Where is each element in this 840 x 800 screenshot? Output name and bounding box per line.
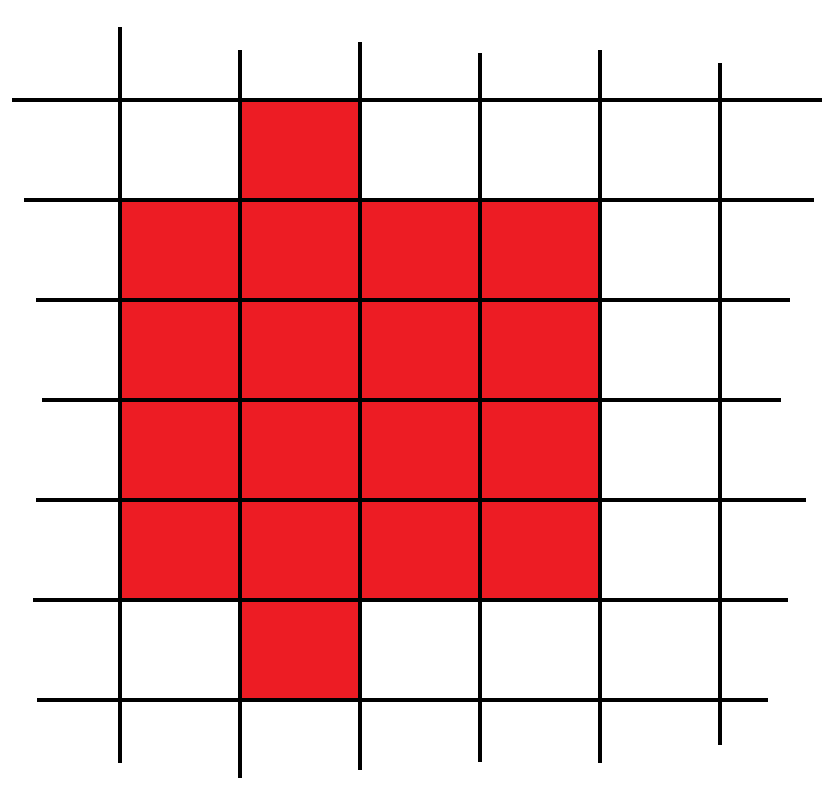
filled-cell-r1-c2: [360, 200, 480, 300]
grid-lines: [12, 27, 822, 778]
filled-cell-r4-c0: [120, 500, 240, 600]
filled-cell-r4-c1: [240, 500, 360, 600]
filled-cell-r1-c0: [120, 200, 240, 300]
filled-cell-r3-c2: [360, 400, 480, 500]
filled-cells: [120, 100, 600, 700]
filled-cell-r0-c1: [240, 100, 360, 200]
filled-cell-r2-c3: [480, 300, 600, 400]
filled-cell-r1-c1: [240, 200, 360, 300]
filled-cell-r3-c0: [120, 400, 240, 500]
filled-cell-r2-c0: [120, 300, 240, 400]
filled-cell-r5-c1: [240, 600, 360, 700]
filled-cell-r3-c1: [240, 400, 360, 500]
filled-cell-r2-c1: [240, 300, 360, 400]
filled-cell-r3-c3: [480, 400, 600, 500]
filled-cell-r1-c3: [480, 200, 600, 300]
filled-cell-r4-c2: [360, 500, 480, 600]
filled-cell-r4-c3: [480, 500, 600, 600]
filled-cell-r2-c2: [360, 300, 480, 400]
